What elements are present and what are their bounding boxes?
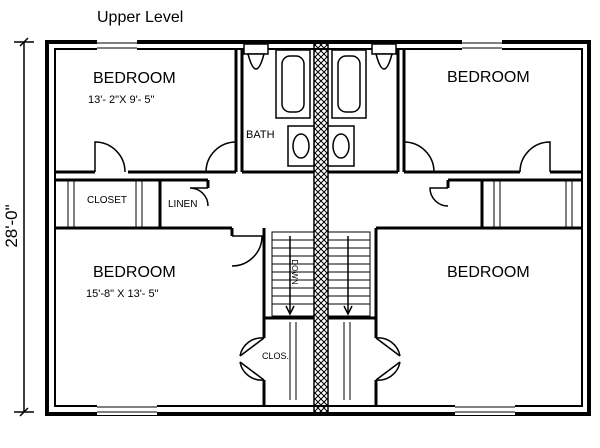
bedroom-lower-left-name: BEDROOM: [93, 264, 176, 281]
bedroom-upper-right-name: BEDROOM: [447, 69, 530, 86]
closet-label: CLOSET: [87, 195, 127, 206]
plan-title: Upper Level: [97, 9, 183, 26]
linen-label: LINEN: [168, 199, 197, 210]
staircase: [271, 231, 371, 317]
bath-fixtures: [243, 43, 397, 167]
interior-walls: [55, 49, 582, 406]
bedroom-lower-right-name: BEDROOM: [447, 264, 530, 281]
dimension-label: 28'-0": [2, 204, 21, 247]
bedroom-upper-left-name: BEDROOM: [93, 70, 176, 87]
bedroom-upper-left-size: 13'- 2"X 9'- 5": [88, 94, 155, 106]
closet-shelves: [67, 180, 573, 400]
bath-label: BATH: [246, 129, 275, 141]
clos-label: CLOS.: [262, 351, 289, 361]
party-wall: [313, 41, 329, 415]
windows: [97, 40, 515, 415]
doors: [94, 141, 551, 381]
bedroom-lower-left-size: 15'-8" X 13'- 5": [86, 288, 159, 300]
stair-down-label: DOWN: [290, 259, 299, 285]
dimension-line: [14, 37, 34, 417]
